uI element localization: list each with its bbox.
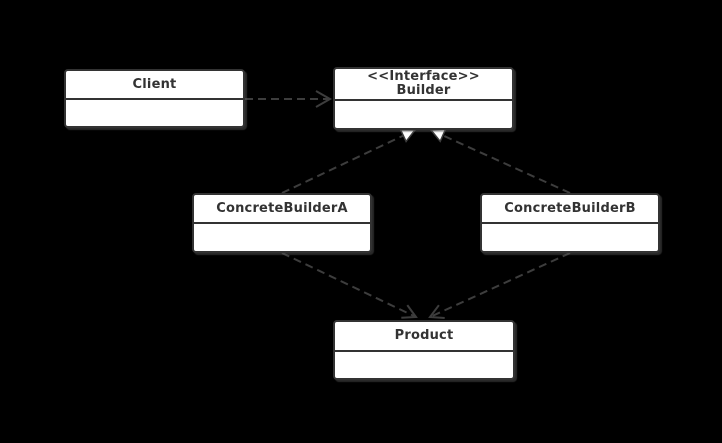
- edge-concretebuilderb-product: [429, 252, 571, 318]
- edge-concretebuildera-product: [281, 252, 417, 318]
- class-builder-name: Builder: [396, 83, 451, 98]
- class-concrete-builder-a-name: ConcreteBuilderA: [216, 200, 348, 216]
- class-builder: <<Interface>> Builder: [333, 67, 514, 130]
- edge-concretebuildera-builder: [281, 134, 404, 194]
- class-product-attributes: [335, 352, 513, 378]
- class-concrete-builder-b: ConcreteBuilderB: [480, 193, 660, 253]
- hollow-triangle-arrowhead-left: [399, 128, 417, 143]
- class-builder-attributes: [335, 101, 512, 128]
- class-client-attributes: [66, 100, 243, 126]
- class-concrete-builder-b-title: ConcreteBuilderB: [482, 195, 658, 224]
- edge-concretebuilderb-builder: [442, 134, 571, 194]
- class-product: Product: [333, 320, 515, 380]
- class-builder-title: <<Interface>> Builder: [335, 69, 512, 101]
- class-builder-stereotype: <<Interface>>: [367, 69, 480, 84]
- class-product-name: Product: [394, 328, 454, 343]
- class-concrete-builder-b-attributes: [482, 224, 658, 251]
- class-concrete-builder-a-attributes: [194, 224, 370, 251]
- class-client: Client: [64, 69, 245, 128]
- class-concrete-builder-a: ConcreteBuilderA: [192, 193, 372, 253]
- class-product-title: Product: [335, 322, 513, 352]
- class-client-name: Client: [132, 76, 177, 92]
- open-arrowhead-builder: [315, 90, 333, 108]
- open-arrowhead-product-left: [401, 304, 418, 319]
- open-arrowhead-product-right: [428, 304, 445, 319]
- class-client-title: Client: [66, 71, 243, 100]
- class-concrete-builder-b-name: ConcreteBuilderB: [504, 200, 636, 216]
- hollow-triangle-arrowhead-right: [429, 128, 447, 143]
- class-concrete-builder-a-title: ConcreteBuilderA: [194, 195, 370, 224]
